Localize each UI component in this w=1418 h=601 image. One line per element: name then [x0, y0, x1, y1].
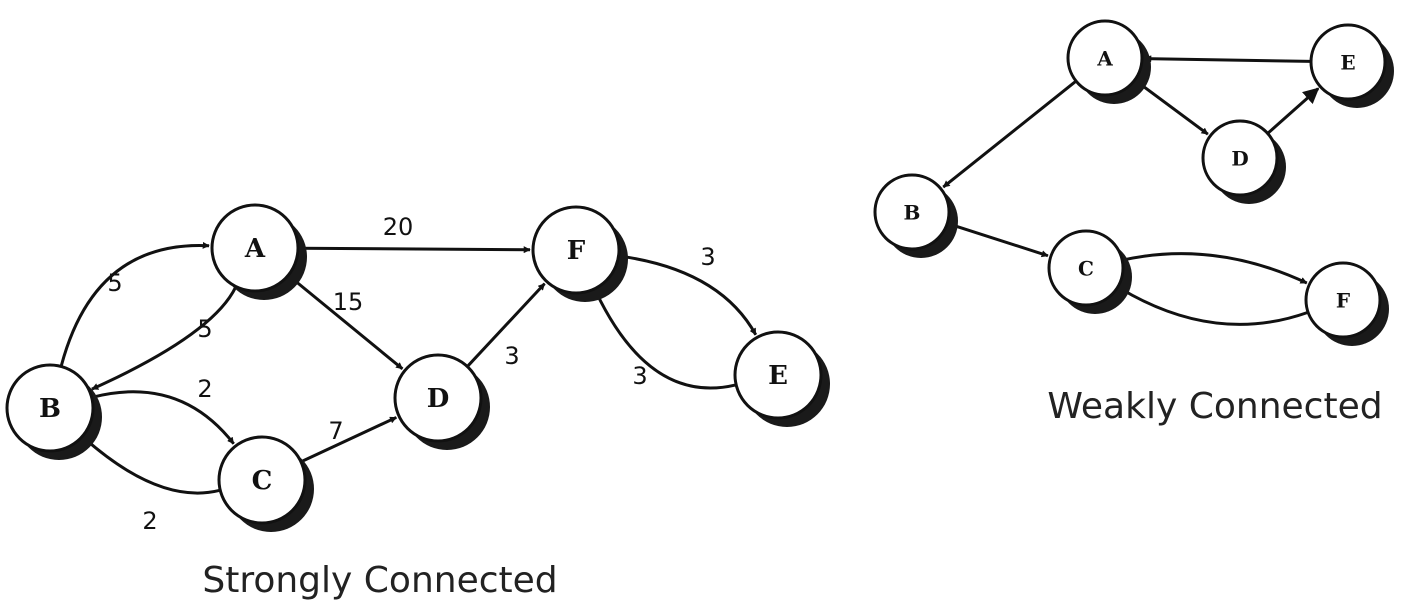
strong-edge-c-to-d — [301, 416, 397, 463]
strong-node-f: F — [531, 205, 628, 302]
strong-node-d-label: D — [427, 384, 450, 414]
weak-node-f-circle — [1304, 261, 1382, 339]
strong-nodes: A B C D F E — [5, 203, 830, 532]
weak-edge-a-to-d — [1134, 79, 1209, 136]
strong-node-b-circle — [5, 363, 95, 453]
weak-node-c-circle — [1047, 229, 1125, 307]
strong-node-e-circle — [733, 330, 823, 420]
strong-weight-c-to-d: 7 — [328, 417, 343, 445]
strong-edge-labels: 20 5 5 15 2 2 7 3 3 3 — [107, 213, 715, 535]
strong-node-f-circle — [531, 205, 621, 295]
strong-node-b-label: B — [39, 394, 61, 424]
strong-caption: Strongly Connected — [202, 560, 557, 601]
strong-node-a: A — [210, 203, 307, 300]
weak-node-a: A — [1066, 19, 1151, 104]
strong-edge-d-to-f — [466, 282, 546, 367]
strong-weight-a-to-d: 15 — [333, 288, 364, 316]
weak-node-a-circle — [1066, 19, 1144, 97]
weak-node-e-circle — [1309, 23, 1387, 101]
strong-node-d: D — [393, 353, 490, 450]
strong-edge-a-to-f — [298, 246, 531, 254]
weak-edge-e-to-a — [1144, 55, 1311, 63]
strong-weight-f-to-e: 3 — [700, 243, 715, 271]
weak-edge-d-to-e — [1267, 87, 1320, 134]
weak-edge-f-to-c — [1119, 287, 1308, 326]
weak-node-b: B — [873, 173, 958, 258]
strongly-connected-graph: A B C D F E 20 5 5 15 2 2 7 3 3 3 Strongly Connected — [5, 203, 830, 601]
strong-edge-a-to-b — [91, 286, 237, 391]
strong-weight-a-to-b: 5 — [197, 315, 212, 343]
weak-node-b-circle — [873, 173, 951, 251]
strong-edge-a-to-d — [288, 274, 404, 370]
strong-node-b: B — [5, 363, 102, 460]
strong-edge-e-to-f — [594, 290, 736, 390]
weak-node-c-label: C — [1078, 257, 1094, 281]
weak-nodes: A E D B C F — [873, 19, 1394, 346]
strong-edge-b-to-c — [92, 390, 235, 445]
strong-node-e: E — [733, 330, 830, 427]
strong-weight-b-to-a: 5 — [107, 269, 122, 297]
strong-edge-b-to-a — [59, 241, 210, 366]
strong-weight-c-to-b: 2 — [142, 507, 157, 535]
weak-edge-b-to-c — [947, 222, 1049, 258]
strong-node-a-label: A — [244, 234, 266, 264]
strong-edges — [59, 241, 758, 495]
weak-node-e-label: E — [1340, 51, 1355, 75]
weak-edge-c-to-f — [1122, 252, 1308, 285]
weak-node-d-circle — [1201, 119, 1279, 197]
weak-node-a-label: A — [1096, 47, 1113, 71]
weak-node-d-label: D — [1231, 147, 1248, 171]
weak-caption: Weakly Connected — [1047, 386, 1382, 427]
strong-edge-f-to-e — [619, 254, 758, 336]
weak-edges — [942, 55, 1320, 326]
strong-node-c: C — [217, 435, 314, 532]
strong-node-f-label: F — [567, 236, 586, 266]
strong-node-a-circle — [210, 203, 300, 293]
weak-node-d: D — [1201, 119, 1286, 204]
weak-node-e: E — [1309, 23, 1394, 108]
weakly-connected-graph: A E D B C F Weakly Connected — [873, 19, 1394, 427]
strong-weight-b-to-c: 2 — [197, 375, 212, 403]
weak-node-b-label: B — [904, 201, 921, 225]
weak-node-f-label: F — [1336, 289, 1350, 313]
weak-edge-a-to-b — [942, 80, 1077, 189]
strong-weight-e-to-f: 3 — [632, 362, 647, 390]
weak-node-c: C — [1047, 229, 1132, 314]
strong-node-c-circle — [217, 435, 307, 525]
strong-node-e-label: E — [768, 361, 788, 391]
strong-edge-c-to-b — [83, 437, 220, 495]
strong-weight-a-to-f: 20 — [383, 213, 414, 241]
strong-node-c-label: C — [252, 466, 273, 496]
strong-weight-d-to-f: 3 — [504, 342, 519, 370]
weak-node-f: F — [1304, 261, 1389, 346]
strong-node-d-circle — [393, 353, 483, 443]
